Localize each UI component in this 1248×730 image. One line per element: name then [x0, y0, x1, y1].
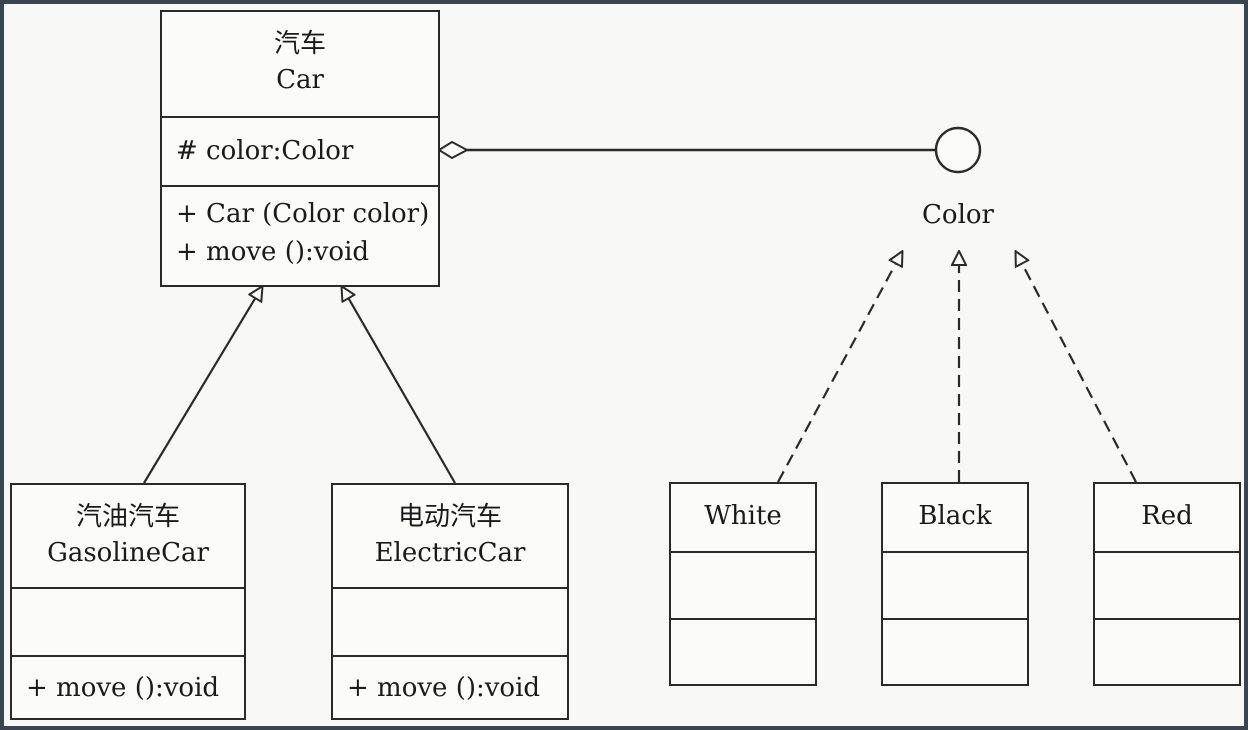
class-black: Black — [881, 482, 1029, 686]
class-black-name: Black — [883, 484, 1027, 551]
class-gasoline-car-operation: + move ():void — [26, 673, 220, 703]
class-car-name-cn: 汽车 — [273, 29, 326, 59]
class-electric-car-operations: + move ():void — [333, 655, 567, 718]
color-interface-label: Color — [922, 200, 994, 230]
class-red-name: Red — [1095, 484, 1239, 551]
class-red-name-text: Red — [1141, 501, 1193, 531]
class-car-operations: + Car (Color color) + move ():void — [162, 185, 438, 285]
class-black-name-text: Black — [918, 501, 992, 531]
realization-white-to-color — [777, 252, 902, 483]
generalization-gasoline-to-car — [143, 287, 262, 484]
class-electric-car: 电动汽车 ElectricCar + move ():void — [331, 483, 569, 720]
color-interface-lollipop — [934, 126, 982, 174]
class-gasoline-car-attributes — [12, 587, 244, 655]
aggregation-diamond — [437, 140, 470, 160]
class-electric-car-operation: + move ():void — [347, 673, 541, 703]
class-white-attributes — [671, 551, 815, 618]
class-car-attributes: # color:Color — [162, 116, 438, 185]
class-car-operation: + Car (Color color) — [176, 199, 430, 229]
class-black-attributes — [883, 551, 1027, 618]
class-white-name: White — [671, 484, 815, 551]
class-red: Red — [1093, 482, 1241, 686]
class-gasoline-car: 汽油汽车 GasolineCar + move ():void — [10, 483, 246, 720]
class-electric-car-name-cn: 电动汽车 — [397, 502, 502, 532]
diagram-canvas: 汽车 Car # color:Color + Car (Color color)… — [4, 4, 1244, 726]
class-white: White — [669, 482, 817, 686]
class-gasoline-car-name-cn: 汽油汽车 — [75, 502, 180, 532]
class-white-name-text: White — [704, 501, 782, 531]
class-white-operations — [671, 618, 815, 684]
class-car-attribute: # color:Color — [176, 136, 354, 166]
class-electric-car-name: 电动汽车 ElectricCar — [333, 485, 567, 587]
class-red-operations — [1095, 618, 1239, 684]
class-gasoline-car-name-en: GasolineCar — [47, 538, 209, 568]
class-gasoline-car-name: 汽油汽车 GasolineCar — [12, 485, 244, 587]
class-red-attributes — [1095, 551, 1239, 618]
realization-red-to-color — [1016, 252, 1137, 483]
class-car-name-en: Car — [276, 65, 324, 95]
class-car: 汽车 Car # color:Color + Car (Color color)… — [160, 10, 440, 287]
class-car-name: 汽车 Car — [162, 12, 438, 116]
class-car-operation: + move ():void — [176, 237, 370, 267]
class-electric-car-attributes — [333, 587, 567, 655]
class-black-operations — [883, 618, 1027, 684]
generalization-electric-to-car — [342, 287, 456, 484]
class-electric-car-name-en: ElectricCar — [374, 538, 526, 568]
connectors — [143, 126, 1137, 484]
class-gasoline-car-operations: + move ():void — [12, 655, 244, 718]
